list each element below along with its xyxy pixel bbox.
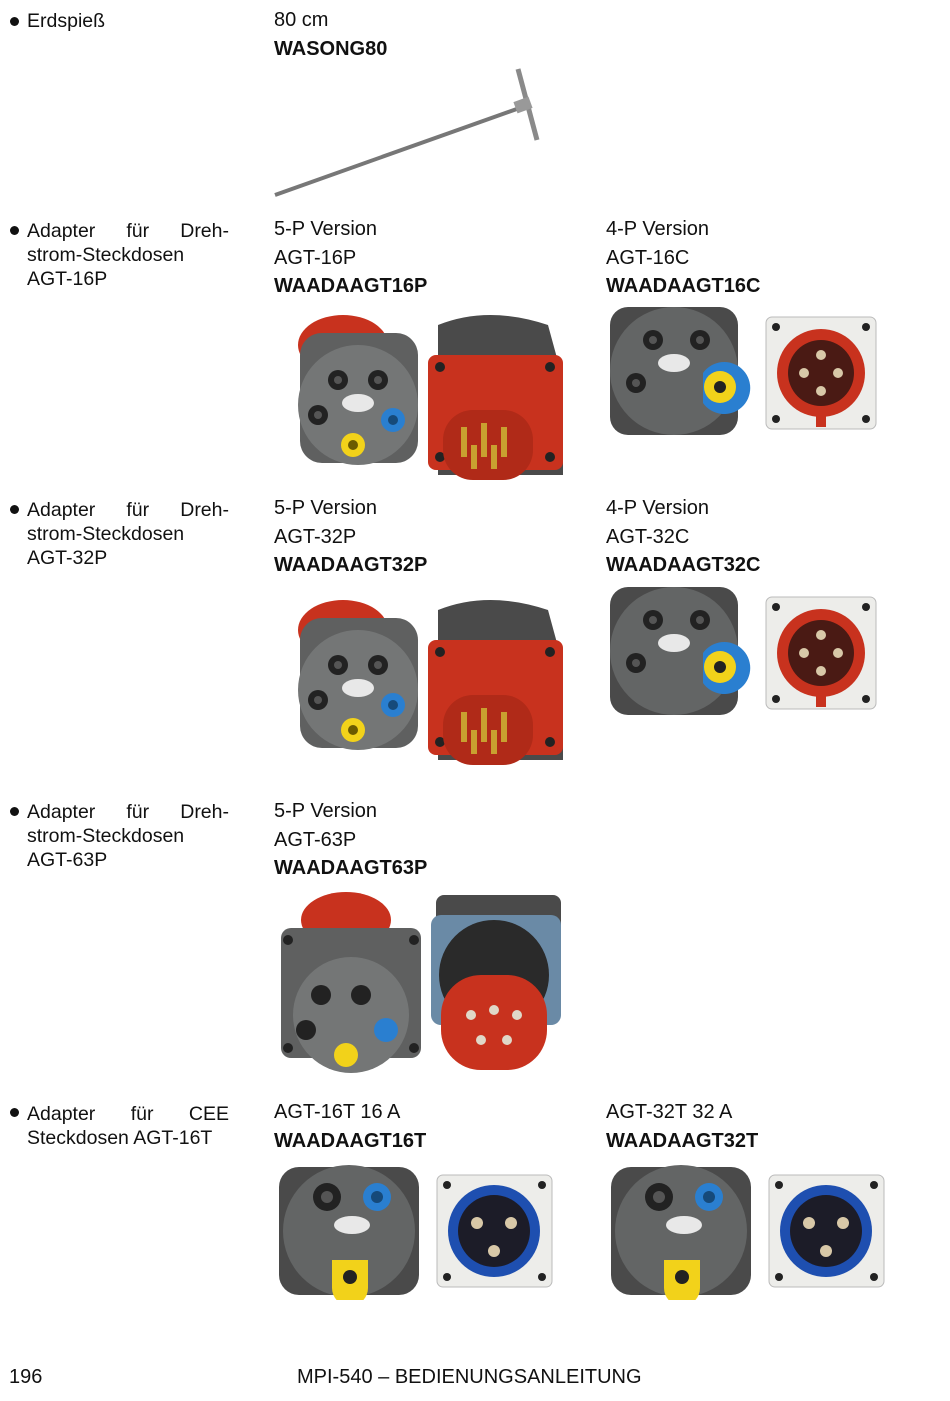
cee-adapter-32t-image [610, 1165, 885, 1300]
variant: 5-P Version AGT-32P WAADAAGT32P [274, 494, 427, 580]
order-code: WAADAAGT32T [606, 1129, 759, 1152]
description-line: Adapter für Dreh- [27, 801, 229, 823]
description-line: strom-Steckdosen [27, 523, 185, 545]
description-line: Adapter für Dreh- [27, 499, 229, 521]
variant-model: AGT-16P [274, 246, 357, 269]
adapter-5p-image [298, 315, 563, 480]
adapter-5p-image [298, 600, 563, 765]
description-line: AGT-63P [27, 849, 108, 871]
variant: 5-P Version AGT-16P WAADAAGT16P [274, 215, 427, 301]
bullet [10, 226, 19, 235]
variant-model: AGT-32C [606, 525, 690, 548]
description-line: strom-Steckdosen [27, 825, 185, 847]
variant-label: 4-P Version [606, 497, 710, 519]
variant-label: AGT-16T 16 A [274, 1101, 401, 1123]
description-line: strom-Steckdosen [27, 244, 185, 266]
bullet [10, 1108, 19, 1117]
variant-label: 4-P Version [606, 218, 710, 240]
order-code: WAADAAGT16P [274, 275, 428, 297]
variant: 5-P Version AGT-63P WAADAAGT63P [274, 797, 427, 883]
variant-label: AGT-32T 32 A [606, 1101, 733, 1123]
variant-label: 5-P Version [274, 497, 378, 519]
earth-spike-image [274, 68, 540, 197]
order-code: WAADAAGT32P [274, 554, 428, 576]
adapter-4p-image [609, 306, 877, 436]
variant-label: 80 cm [274, 9, 329, 31]
order-code: WAADAAGT63P [274, 857, 428, 879]
description-line: AGT-32P [27, 547, 108, 569]
adapter-4p-image [609, 586, 877, 716]
item-description: Adapter für Dreh- strom-Steckdosen AGT-6… [27, 800, 229, 872]
description-line: Erdspieß [27, 10, 106, 32]
description-line: Adapter für CEE [27, 1103, 229, 1125]
description-line: Steckdosen AGT-16T [27, 1127, 213, 1149]
bullet [10, 505, 19, 514]
variant-model: AGT-63P [274, 828, 357, 851]
document-title: MPI-540 – BEDIENUNGSANLEITUNG [297, 1366, 642, 1388]
item-description: Adapter für Dreh- strom-Steckdosen AGT-3… [27, 498, 229, 570]
description-line: AGT-16P [27, 268, 108, 290]
item-description: Erdspieß [27, 9, 229, 33]
item-description: Adapter für Dreh- strom-Steckdosen AGT-1… [27, 219, 229, 291]
variant: 4-P Version AGT-32C WAADAAGT32C [606, 494, 760, 580]
variant: AGT-16T 16 A WAADAAGT16T [274, 1098, 426, 1155]
variant-label: 5-P Version [274, 218, 378, 240]
variant: AGT-32T 32 A WAADAAGT32T [606, 1098, 758, 1155]
variant-model: AGT-32P [274, 525, 357, 548]
variant: 4-P Version AGT-16C WAADAAGT16C [606, 215, 760, 301]
order-code: WAADAAGT16T [274, 1129, 427, 1152]
bullet [10, 807, 19, 816]
order-code: WAADAAGT32C [606, 554, 761, 576]
cee-adapter-16t-image [278, 1165, 553, 1300]
page-number: 196 [9, 1366, 43, 1388]
variant: 80 cm WASONG80 [274, 6, 387, 63]
order-code: WASONG80 [274, 37, 388, 60]
bullet [10, 17, 19, 26]
item-description: Adapter für CEE Steckdosen AGT-16T [27, 1102, 229, 1150]
variant-model: AGT-16C [606, 246, 690, 269]
adapter-63p-image [281, 892, 561, 1073]
variant-label: 5-P Version [274, 800, 378, 822]
order-code: WAADAAGT16C [606, 275, 761, 297]
description-line: Adapter für Dreh- [27, 220, 229, 242]
